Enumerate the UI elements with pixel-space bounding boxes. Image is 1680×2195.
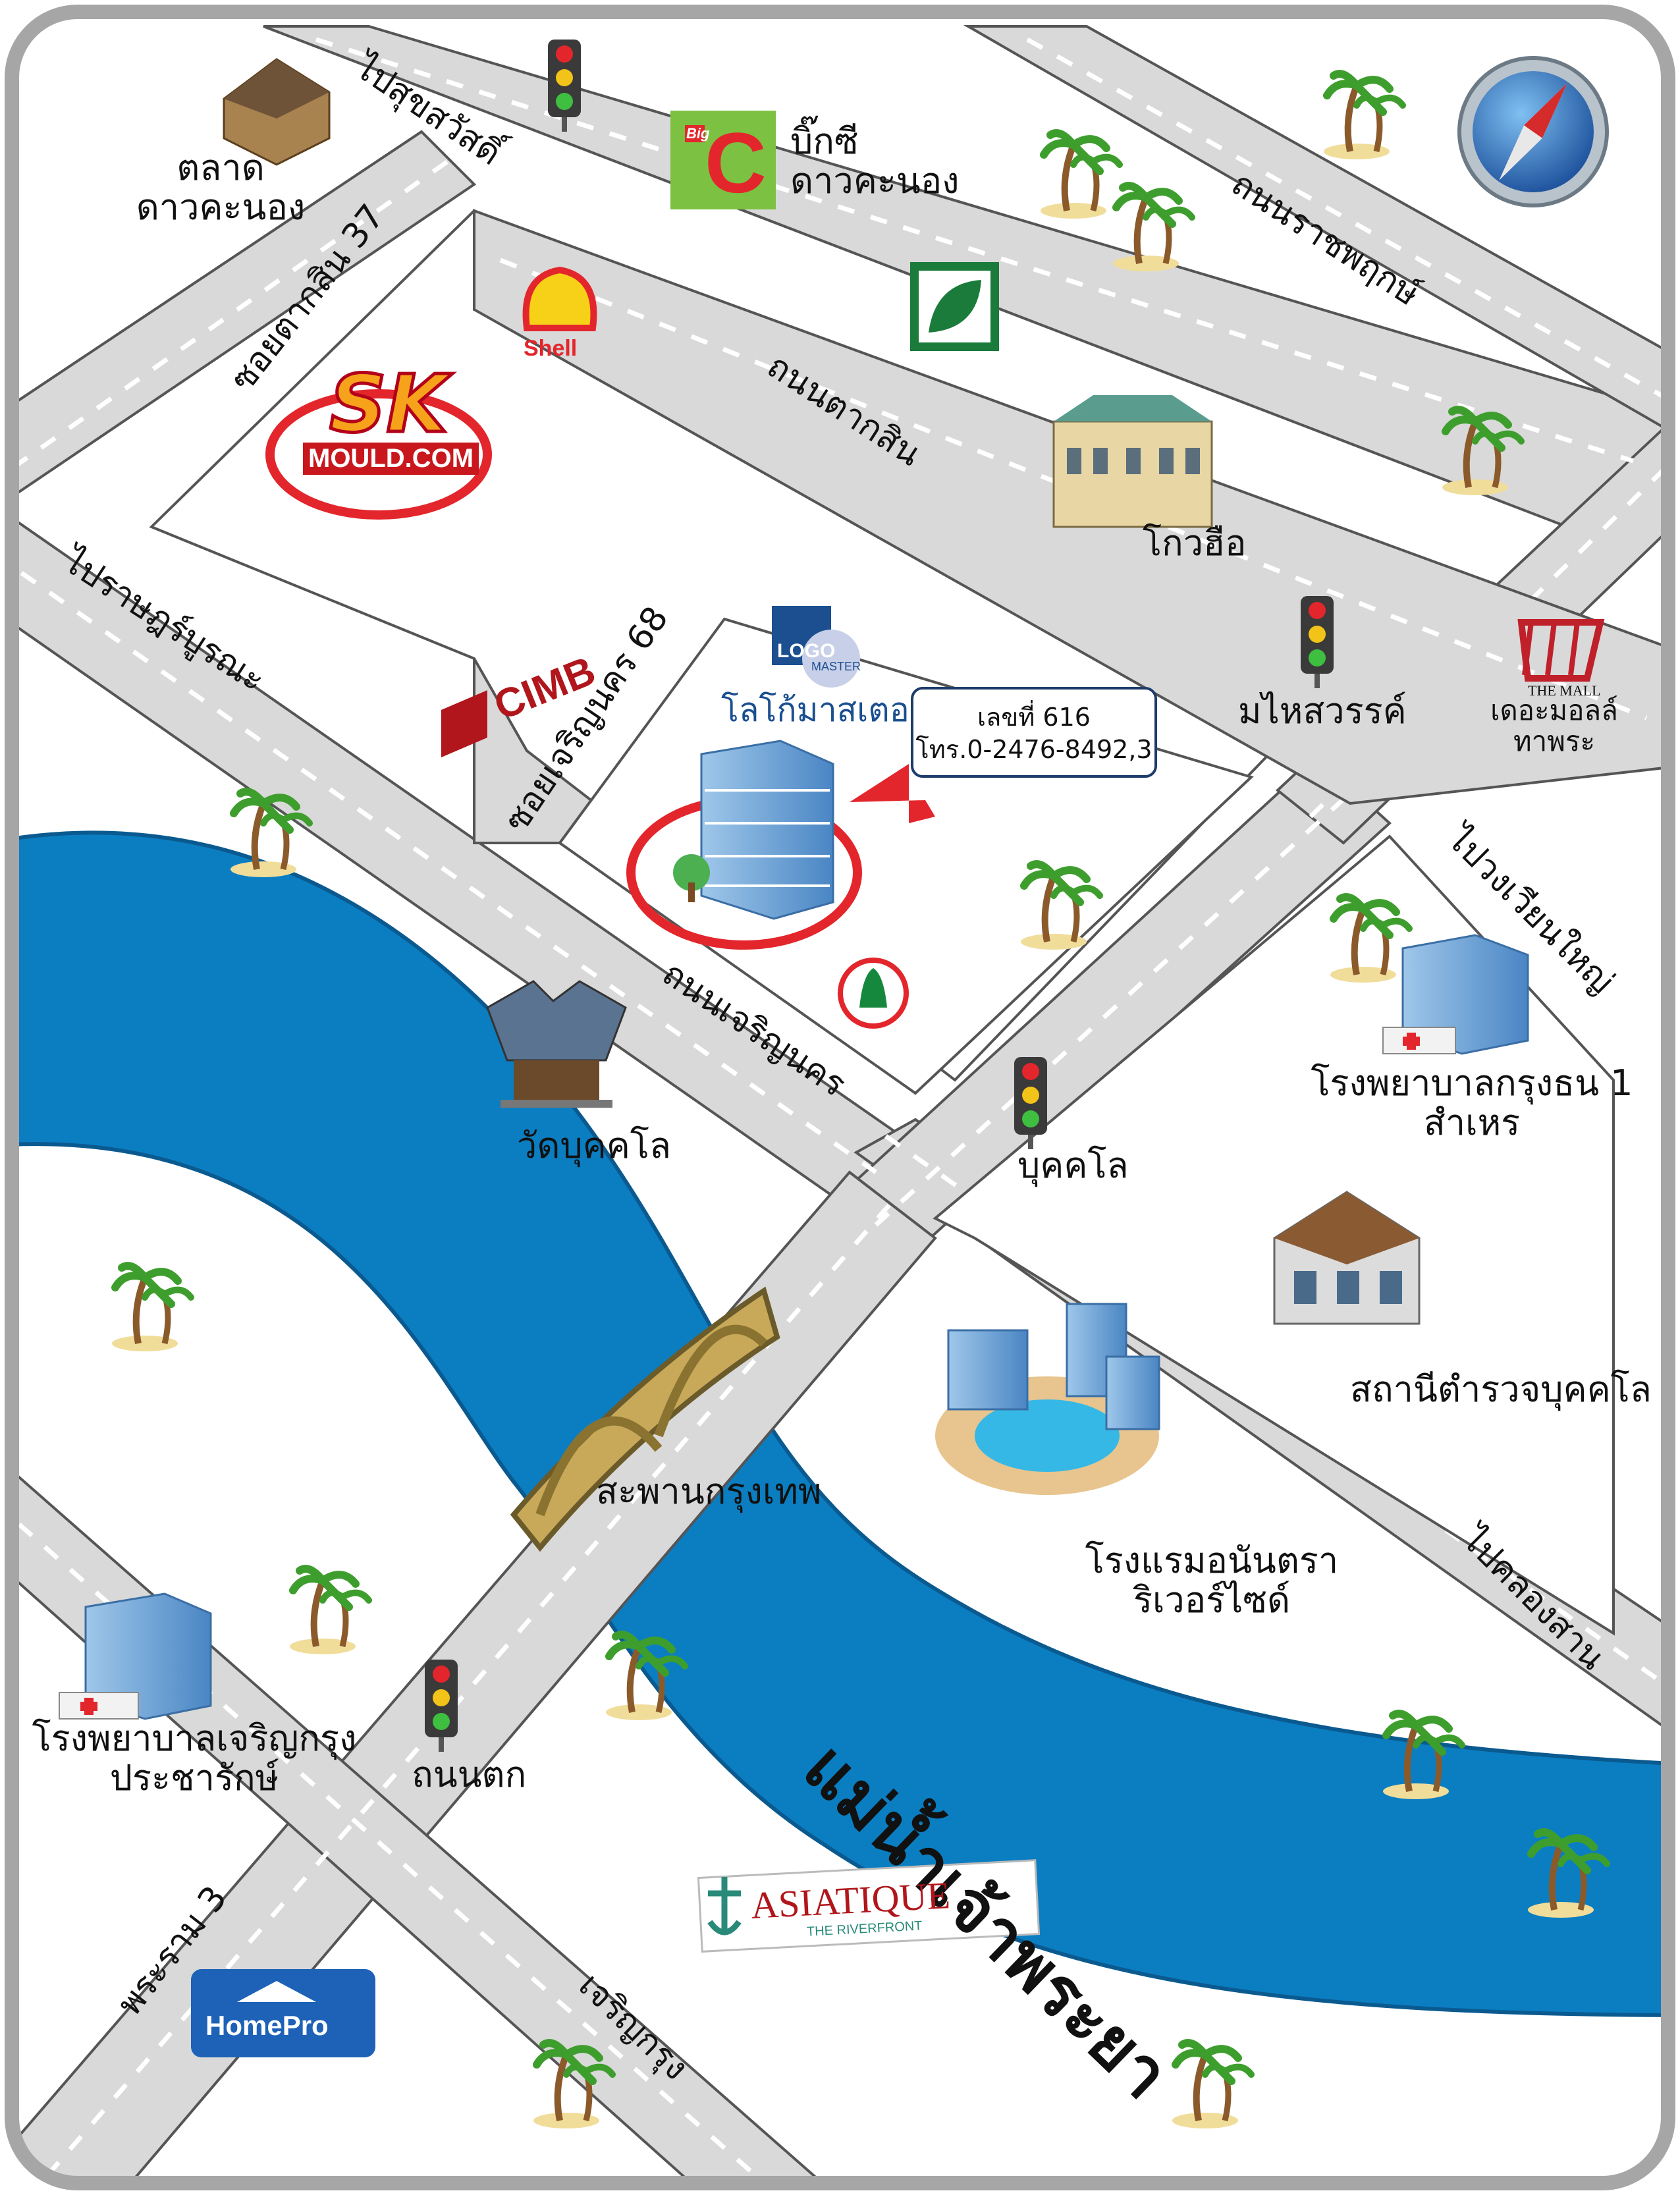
label-line-2: สำเหร: [1423, 1102, 1521, 1144]
palm-tree-icon: [1112, 182, 1195, 271]
big-c-letter: C: [705, 115, 767, 211]
sk-mould-logo: SK: [328, 358, 454, 452]
traffic-light-icon: [425, 1660, 458, 1752]
callout-address: เลขที่ 616: [977, 703, 1091, 732]
shell-text: Shell: [524, 336, 578, 361]
label-line-1: ตลาด: [176, 147, 265, 188]
palm-tree-icon: [1442, 406, 1525, 495]
palm-tree-icon: [533, 2039, 616, 2128]
hospital-icon: [1382, 934, 1529, 1055]
palm-tree-icons: [111, 70, 1610, 2128]
homepro-logo: [191, 1969, 375, 2057]
palm-tree-icon: [1020, 860, 1103, 950]
hotel-resort-icon: [935, 1303, 1160, 1495]
big-c-logo: [670, 111, 776, 209]
label-talat-dao-khanong: ตลาด ดาวคะนอง: [135, 148, 306, 228]
traffic-light-icon: [1014, 1057, 1047, 1149]
logo-master-text-1: LOGO: [777, 640, 836, 662]
the-mall-text: THE MALL: [1528, 682, 1601, 699]
homepro-text: HomePro: [205, 2010, 329, 2041]
asiatique-logo: [697, 1859, 1041, 1953]
charoen-krung-hospital-icon: [59, 1592, 212, 1720]
logo-master-text-2: MASTER: [811, 660, 861, 673]
bangchak-logo: [910, 262, 999, 351]
label-line-1: เดอะมอลล์: [1490, 694, 1618, 726]
label-wat-bukkhalo: วัดบุคคโล: [517, 1125, 672, 1166]
palm-tree-icon: [1527, 1828, 1610, 1918]
palm-tree-icon: [1382, 1710, 1465, 1799]
label-kowue: โกวฮือ: [1143, 522, 1247, 564]
logo-master-logo: [772, 606, 860, 688]
label-thanon-tok: ถนนตก: [412, 1754, 527, 1795]
address-callout: เลขที่ 616 โทร.0-2476-8492,3: [911, 687, 1157, 778]
traffic-light-icons: [425, 40, 1334, 1752]
label-charoen-krung-hospital: โรงพยาบาลเจริญกรุง ประชารักษ์: [23, 1718, 366, 1799]
label-anantara-hotel: โรงแรมอนันตรา ริเวอร์ไซด์: [1080, 1540, 1343, 1621]
kowue-building-icon: [1052, 395, 1213, 528]
palm-tree-icon: [1040, 129, 1123, 219]
label-the-mall: เดอะมอลล์ ทาพระ: [1465, 695, 1643, 757]
label-big-c: บิ๊กซี ดาวคะนอง: [790, 121, 960, 202]
skmould-highlight-circle: [265, 389, 492, 520]
label-line-2: ดาวคะนอง: [790, 160, 960, 202]
temple-icon: [486, 980, 627, 1108]
label-logomaster-thai: โลโก้มาสเตอร์: [721, 691, 927, 729]
kbank-logo: [838, 958, 909, 1029]
label-bukkhalo: บุคคโล: [1017, 1145, 1129, 1186]
logomaster-building-icon: [673, 740, 834, 920]
police-station-icon: [1273, 1191, 1421, 1325]
traffic-light-icon: [548, 40, 581, 132]
location-arrow-icon: [850, 764, 935, 823]
label-krungthep-bridge: สะพานกรุงเทพ: [596, 1471, 822, 1512]
palm-tree-icon: [1330, 893, 1413, 983]
palm-tree-icon: [1172, 2039, 1255, 2128]
label-police-station: สถานีตำรวจบุคคโล: [1350, 1368, 1652, 1410]
label-line-2: ทาพระ: [1513, 725, 1596, 758]
palm-tree-icon: [111, 1262, 194, 1351]
cimb-logo: [441, 690, 487, 757]
palm-tree-icon: [230, 788, 313, 877]
label-mahaisawan: มไหสวรรค์: [1238, 690, 1407, 732]
label-line-2: ประชารักษ์: [109, 1757, 279, 1799]
shell-logo: [522, 266, 597, 331]
the-mall-logo: [1517, 619, 1605, 682]
chao-phraya-river: [12, 830, 1668, 2018]
market-house-icon: [223, 58, 331, 166]
compass-icon: [1457, 56, 1609, 207]
label-line-2: ริเวอร์ไซด์: [1133, 1579, 1291, 1621]
svg-text:SK: SK: [329, 359, 452, 450]
palm-tree-icon: [605, 1631, 688, 1720]
krungthep-bridge-icon: [510, 1286, 780, 1552]
label-line-1: โรงพยาบาลเจริญกรุง: [32, 1718, 357, 1759]
palm-tree-icon: [289, 1565, 372, 1654]
label-line-2: ดาวคะนอง: [136, 186, 306, 229]
palm-tree-icon: [1323, 70, 1406, 159]
label-line-1: บิ๊กซี: [790, 121, 859, 162]
sk-mould-text: MOULD.COM: [303, 443, 479, 475]
label-line-1: โรงพยาบาลกรุงธน 1: [1311, 1062, 1633, 1104]
label-krungthon-hospital: โรงพยาบาลกรุงธน 1 สำเหร: [1307, 1062, 1637, 1144]
callout-phone: โทร.0-2476-8492,3: [915, 735, 1152, 765]
big-c-small-text: Big: [686, 125, 710, 142]
traffic-light-icon: [1301, 596, 1334, 688]
label-line-1: โรงแรมอนันตรา: [1085, 1540, 1339, 1581]
